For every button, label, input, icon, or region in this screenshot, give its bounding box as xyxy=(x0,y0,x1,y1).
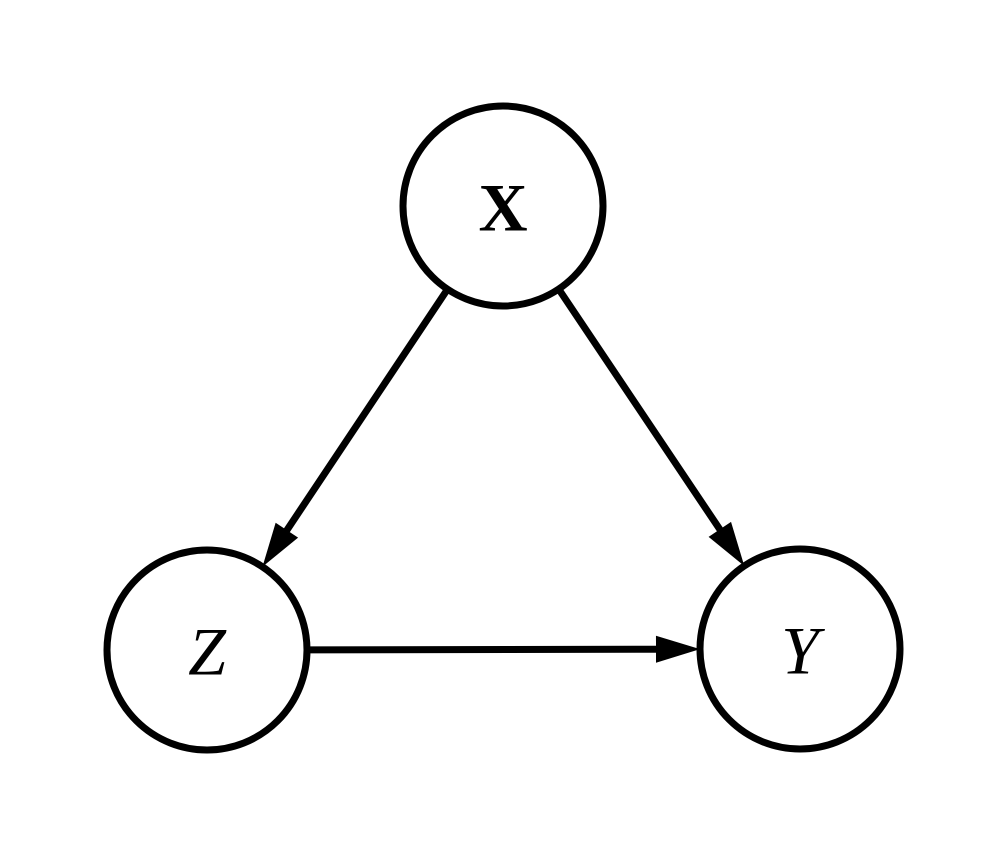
edge-Z-Y xyxy=(306,645,661,654)
arrowhead-X-Y xyxy=(708,521,745,566)
node-X-label: X xyxy=(478,169,527,245)
node-Y-circle xyxy=(696,545,904,753)
node-Z-label: Z xyxy=(188,613,227,689)
arrowhead-Z-Y xyxy=(655,635,701,663)
node-Y-label: Y xyxy=(781,612,825,688)
node-X-circle xyxy=(399,102,607,310)
arrowhead-X-Z xyxy=(262,522,299,567)
edge-X-Z xyxy=(281,287,451,536)
edge-X-Y xyxy=(555,287,725,535)
node-Z-circle xyxy=(103,546,311,754)
